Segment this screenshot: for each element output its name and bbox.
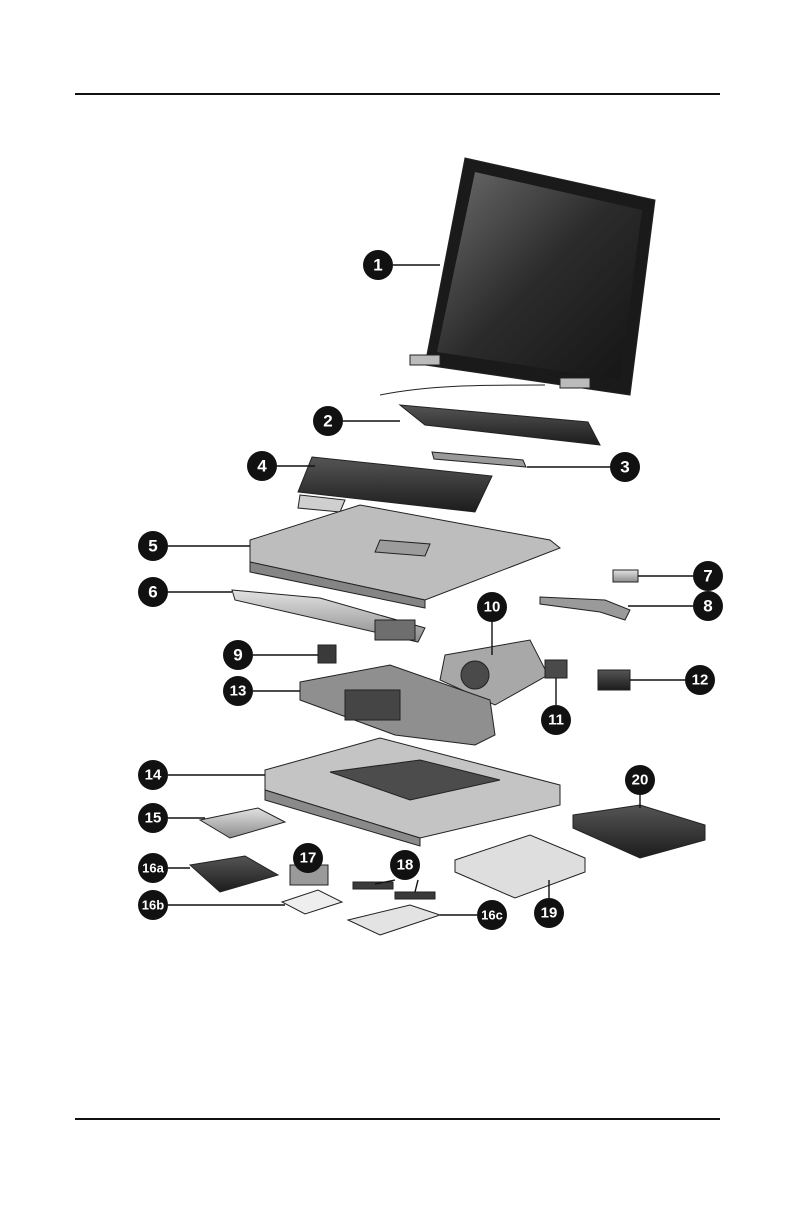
callout-5: 5 <box>138 531 168 561</box>
callout-7: 7 <box>693 561 723 591</box>
led-board-part <box>432 452 526 467</box>
bracket-part <box>613 570 638 582</box>
callout-label: 1 <box>373 256 382 275</box>
callout-label: 15 <box>145 810 162 827</box>
callout-16a: 16a <box>138 853 168 883</box>
callout-label: 17 <box>300 850 317 867</box>
hard-drive-part <box>200 808 285 838</box>
memory-cover-part <box>348 905 440 935</box>
callout-label: 11 <box>548 712 564 729</box>
battery-part <box>573 805 705 858</box>
callout-16c: 16c <box>477 900 507 930</box>
callout-11: 11 <box>541 705 571 735</box>
callout-label: 8 <box>703 597 712 616</box>
callout-label: 6 <box>148 583 157 602</box>
top-cover-part <box>250 505 560 608</box>
connector-part <box>318 645 336 663</box>
callout-20: 20 <box>625 765 655 795</box>
callout-label: 3 <box>620 458 629 477</box>
callout-label: 13 <box>230 683 247 700</box>
callout-9: 9 <box>223 640 253 670</box>
callout-label: 2 <box>323 412 332 431</box>
hard-drive-cover-part <box>190 856 278 892</box>
callout-label: 14 <box>145 767 162 784</box>
callout-15: 15 <box>138 803 168 833</box>
callout-14: 14 <box>138 760 168 790</box>
callout-3: 3 <box>610 452 640 482</box>
callout-16b: 16b <box>138 890 168 920</box>
callout-6: 6 <box>138 577 168 607</box>
callout-2: 2 <box>313 406 343 436</box>
callout-label: 9 <box>233 646 242 665</box>
callout-label: 19 <box>541 905 558 922</box>
callout-label: 5 <box>148 537 157 556</box>
switch-cover-part <box>400 405 600 445</box>
callout-label: 16b <box>142 898 164 913</box>
callout-12: 12 <box>685 665 715 695</box>
processor-part <box>545 660 567 678</box>
callout-17: 17 <box>293 843 323 873</box>
callout-label: 16a <box>142 861 164 876</box>
callout-label: 16c <box>481 908 503 923</box>
callout-label: 18 <box>397 857 414 874</box>
callout-label: 10 <box>484 599 501 616</box>
optical-drive-part <box>455 835 585 898</box>
callout-label: 12 <box>692 672 709 689</box>
display-assembly-part <box>380 158 655 395</box>
keyboard-part <box>298 457 492 512</box>
mini-pci-cover-part <box>282 890 342 914</box>
callout-19: 19 <box>534 898 564 928</box>
callout-1: 1 <box>363 250 393 280</box>
callout-13: 13 <box>223 676 253 706</box>
callout-label: 20 <box>632 772 649 789</box>
callout-4: 4 <box>247 451 277 481</box>
callout-8: 8 <box>693 591 723 621</box>
memory-modules-part <box>353 882 435 899</box>
module-part <box>598 670 630 690</box>
callout-10: 10 <box>477 592 507 622</box>
callout-label: 4 <box>257 457 267 476</box>
power-button-board-part <box>540 597 630 620</box>
base-enclosure-part <box>265 738 560 846</box>
callout-label: 7 <box>703 567 712 586</box>
callout-18: 18 <box>390 850 420 880</box>
